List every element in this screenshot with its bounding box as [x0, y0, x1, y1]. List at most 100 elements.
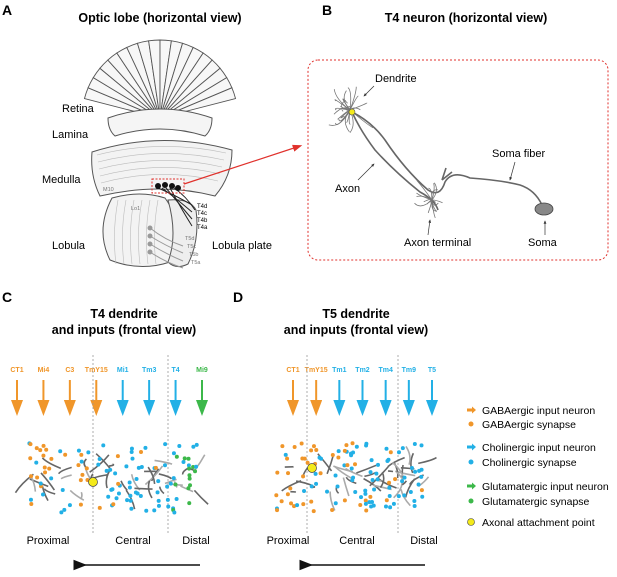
synapse-dot: [350, 467, 354, 471]
synapse-dot: [359, 495, 363, 499]
panel-c-title-line2: and inputs (frontal view): [52, 323, 196, 337]
synapse-dot: [35, 446, 39, 450]
legend-dot-icon: [469, 422, 474, 427]
synapse-dot: [345, 463, 349, 467]
synapse-dot: [117, 491, 121, 495]
synapse-dot: [417, 482, 421, 486]
t4-subtype-label: T4d: [197, 204, 207, 210]
input-neuron-label: TmY15: [85, 367, 108, 374]
synapse-dot: [319, 471, 323, 475]
synapse-dot: [143, 446, 147, 450]
legend-label: GABAergic input neuron: [482, 405, 595, 417]
synapse-dot: [312, 509, 316, 513]
lobula-label: Lobula: [52, 240, 86, 252]
synapse-dot: [364, 442, 368, 446]
synapse-dot: [337, 449, 341, 453]
synapse-dot: [44, 448, 48, 452]
panel-a-letter: A: [2, 2, 12, 18]
synapse-dot: [274, 493, 278, 497]
synapse-dot: [280, 499, 284, 503]
synapse-dot: [194, 465, 198, 469]
t5-subtype-label: T5b: [189, 252, 198, 258]
dendrite-branch: [327, 454, 333, 474]
synapse-dot: [111, 502, 115, 506]
synapse-dot: [131, 457, 135, 461]
panel-d-letter: D: [233, 289, 243, 305]
synapse-dot: [172, 510, 176, 514]
synapse-dot: [420, 468, 424, 472]
t4-subtype-label: T4c: [197, 211, 207, 217]
synapse-dot: [163, 463, 167, 467]
synapse-dot: [175, 455, 179, 459]
legend-label: Glutamatergic synapse: [482, 496, 590, 508]
legend-dot-icon: [469, 499, 474, 504]
synapse-dot: [35, 476, 39, 480]
synapse-dot: [134, 490, 138, 494]
synapse-dot: [101, 443, 105, 447]
synapse-dot: [388, 494, 392, 498]
synapse-dot: [419, 475, 423, 479]
dendrite-branch: [406, 446, 410, 464]
t5-dendrite-arbor: [274, 441, 436, 513]
synapse-dot: [172, 476, 176, 480]
synapse-dot: [165, 485, 169, 489]
synapse-dot: [105, 469, 109, 473]
retina-label: Retina: [62, 103, 95, 115]
dendrite-branch: [194, 490, 208, 504]
dendrite-branch: [109, 464, 113, 466]
synapse-dot: [79, 453, 83, 457]
t5-subtype-label: T5c: [187, 244, 196, 250]
synapse-dot: [106, 495, 110, 499]
synapse-dot: [187, 457, 191, 461]
synapse-dot: [364, 502, 368, 506]
synapse-dot: [175, 497, 179, 501]
panel-b: B T4 neuron (horizontal view) Dendrite A…: [308, 2, 608, 260]
synapse-dot: [369, 470, 373, 474]
synapse-dot: [368, 495, 372, 499]
synapse-dot: [157, 504, 161, 508]
dendrite-branch: [356, 465, 376, 473]
synapse-dot: [154, 466, 158, 470]
synapse-dot: [402, 493, 406, 497]
lobula-plate-label: Lobula plate: [212, 240, 272, 252]
synapse-dot: [193, 469, 197, 473]
synapse-dot: [388, 505, 392, 509]
synapse-dot: [385, 447, 389, 451]
axon-terminal-arbor: [414, 181, 442, 218]
dendrite-branch: [121, 481, 127, 490]
synapse-dot: [410, 466, 414, 470]
synapse-dot: [314, 482, 318, 486]
synapse-dot: [38, 448, 42, 452]
synapse-dot: [28, 456, 32, 460]
input-neuron-label: CT1: [10, 367, 23, 374]
dendrite-branch: [61, 475, 72, 479]
synapse-dot: [334, 474, 338, 478]
dendrite-branch: [134, 488, 152, 489]
synapse-dot: [331, 453, 335, 457]
t5-subtype-label: T5a: [191, 260, 201, 266]
synapse-dot: [300, 442, 304, 446]
synapse-dot: [85, 466, 89, 470]
dendrite-label: Dendrite: [375, 73, 417, 85]
dendrite-branch: [155, 460, 173, 464]
soma-shape: [535, 203, 553, 215]
synapse-dot: [49, 457, 53, 461]
input-neuron-label: Tm3: [142, 367, 157, 374]
panel-b-frame: [308, 60, 608, 260]
synapse-dot: [130, 450, 134, 454]
synapse-dot: [330, 508, 334, 512]
input-neuron-label: Mi9: [196, 367, 208, 374]
synapse-dot: [109, 488, 113, 492]
synapse-dot: [139, 494, 143, 498]
synapse-dot: [387, 486, 391, 490]
synapse-dot: [129, 499, 133, 503]
panel-b-title: T4 neuron (horizontal view): [385, 11, 548, 25]
synapse-dot: [130, 447, 134, 451]
synapse-dot: [41, 493, 45, 497]
synapse-dot: [413, 442, 417, 446]
synapse-dot: [400, 479, 404, 483]
synapse-dot: [286, 492, 290, 496]
synapse-dot: [157, 499, 161, 503]
